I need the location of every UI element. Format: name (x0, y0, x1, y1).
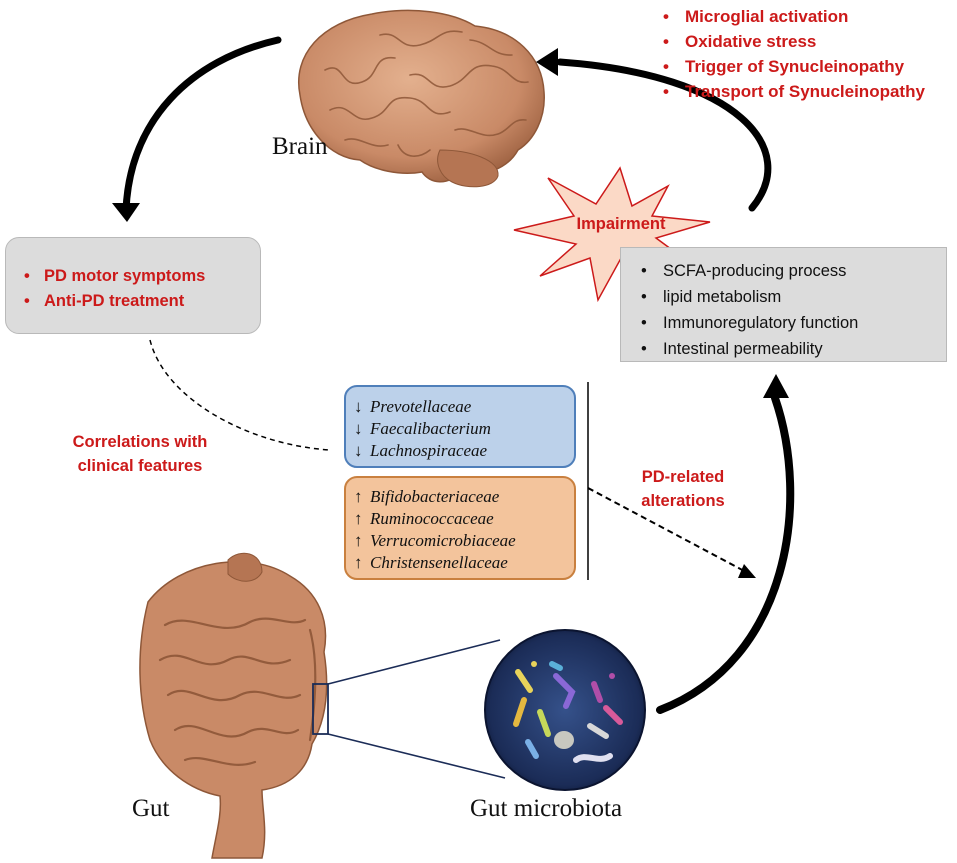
increased-taxon: ↑ Verrucomicrobiaceae (354, 530, 516, 552)
pd-related-alterations-label: PD-related alterations (618, 465, 748, 513)
microbiota-to-impairment-arrow (656, 374, 795, 714)
impairment-label: Impairment (576, 215, 666, 233)
zoom-line-top (327, 639, 501, 685)
brain-effect-item: Oxidative stress (663, 29, 925, 54)
down-arrow-icon: ↓ (354, 397, 363, 416)
correlations-label-line2: clinical features (77, 457, 203, 475)
taxon-name: Faecalibacterium (370, 419, 491, 438)
gut-zoom-box (312, 683, 329, 735)
brain-effects-list: Microglial activation Oxidative stress T… (663, 4, 925, 104)
taxon-name: Christensenellaceae (370, 553, 508, 572)
decreased-taxa-list: ↓ Prevotellaceae ↓ Faecalibacterium ↓ Lachn… (354, 396, 491, 462)
impaired-function-item: lipid metabolism (641, 284, 858, 310)
down-arrow-icon: ↓ (354, 441, 363, 460)
taxon-name: Verrucomicrobiaceae (370, 531, 516, 550)
increased-taxa-box: ↑ Bifidobacteriaceae ↑ Ruminococcaceae ↑ Ve… (344, 476, 576, 580)
brain-effect-item: Trigger of Synucleinopathy (663, 54, 925, 79)
up-arrow-icon: ↑ (354, 531, 363, 550)
brain-illustration (298, 9, 545, 188)
impaired-function-item: Intestinal permeability (641, 336, 858, 362)
clinical-items-list: PD motor symptoms Anti-PD treatment (24, 264, 205, 314)
impaired-function-item: Immunoregulatory function (641, 310, 858, 336)
down-arrow-icon: ↓ (354, 419, 363, 438)
decreased-taxon: ↓ Prevotellaceae (354, 396, 491, 418)
alterations-label-line1: PD-related (641, 468, 725, 486)
brain-label: Brain (272, 133, 328, 160)
clinical-features-box: PD motor symptoms Anti-PD treatment (5, 237, 261, 334)
up-arrow-icon: ↑ (354, 487, 363, 506)
increased-taxon: ↑ Bifidobacteriaceae (354, 486, 516, 508)
impairment-to-brain-arrow (536, 48, 772, 212)
increased-taxon: ↑ Ruminococcaceae (354, 508, 516, 530)
increased-taxon: ↑ Christensenellaceae (354, 552, 516, 574)
impaired-function-item: SCFA-producing process (641, 258, 858, 284)
clinical-item: PD motor symptoms (24, 264, 205, 289)
brain-effect-item: Transport of Synucleinopathy (663, 79, 925, 104)
taxon-name: Prevotellaceae (370, 397, 472, 416)
alterations-dashed-arrow (587, 487, 756, 578)
zoom-line-bottom (327, 733, 506, 779)
brain-to-clinical-arrow (112, 36, 282, 222)
correlations-label-line1: Correlations with (72, 433, 208, 451)
gut-label: Gut (132, 795, 170, 822)
decreased-taxon: ↓ Faecalibacterium (354, 418, 491, 440)
microbiota-illustration (484, 629, 646, 791)
taxon-name: Lachnospiraceae (370, 441, 488, 460)
taxon-name: Ruminococcaceae (370, 509, 494, 528)
alterations-label-line2: alterations (641, 492, 725, 510)
increased-taxa-list: ↑ Bifidobacteriaceae ↑ Ruminococcaceae ↑ Ve… (354, 486, 516, 574)
correlation-dashed-line (149, 339, 331, 451)
up-arrow-icon: ↑ (354, 553, 363, 572)
decreased-taxon: ↓ Lachnospiraceae (354, 440, 491, 462)
gut-illustration (139, 552, 329, 859)
brain-effect-item: Microglial activation (663, 4, 925, 29)
microbiota-label: Gut microbiota (470, 795, 623, 822)
impaired-functions-box: SCFA-producing process lipid metabolism … (620, 247, 947, 362)
decreased-taxa-box: ↓ Prevotellaceae ↓ Faecalibacterium ↓ Lachn… (344, 385, 576, 468)
correlations-label: Correlations with clinical features (40, 430, 240, 478)
up-arrow-icon: ↑ (354, 509, 363, 528)
taxon-name: Bifidobacteriaceae (370, 487, 500, 506)
clinical-item: Anti-PD treatment (24, 289, 205, 314)
impaired-functions-list: SCFA-producing process lipid metabolism … (641, 258, 858, 362)
